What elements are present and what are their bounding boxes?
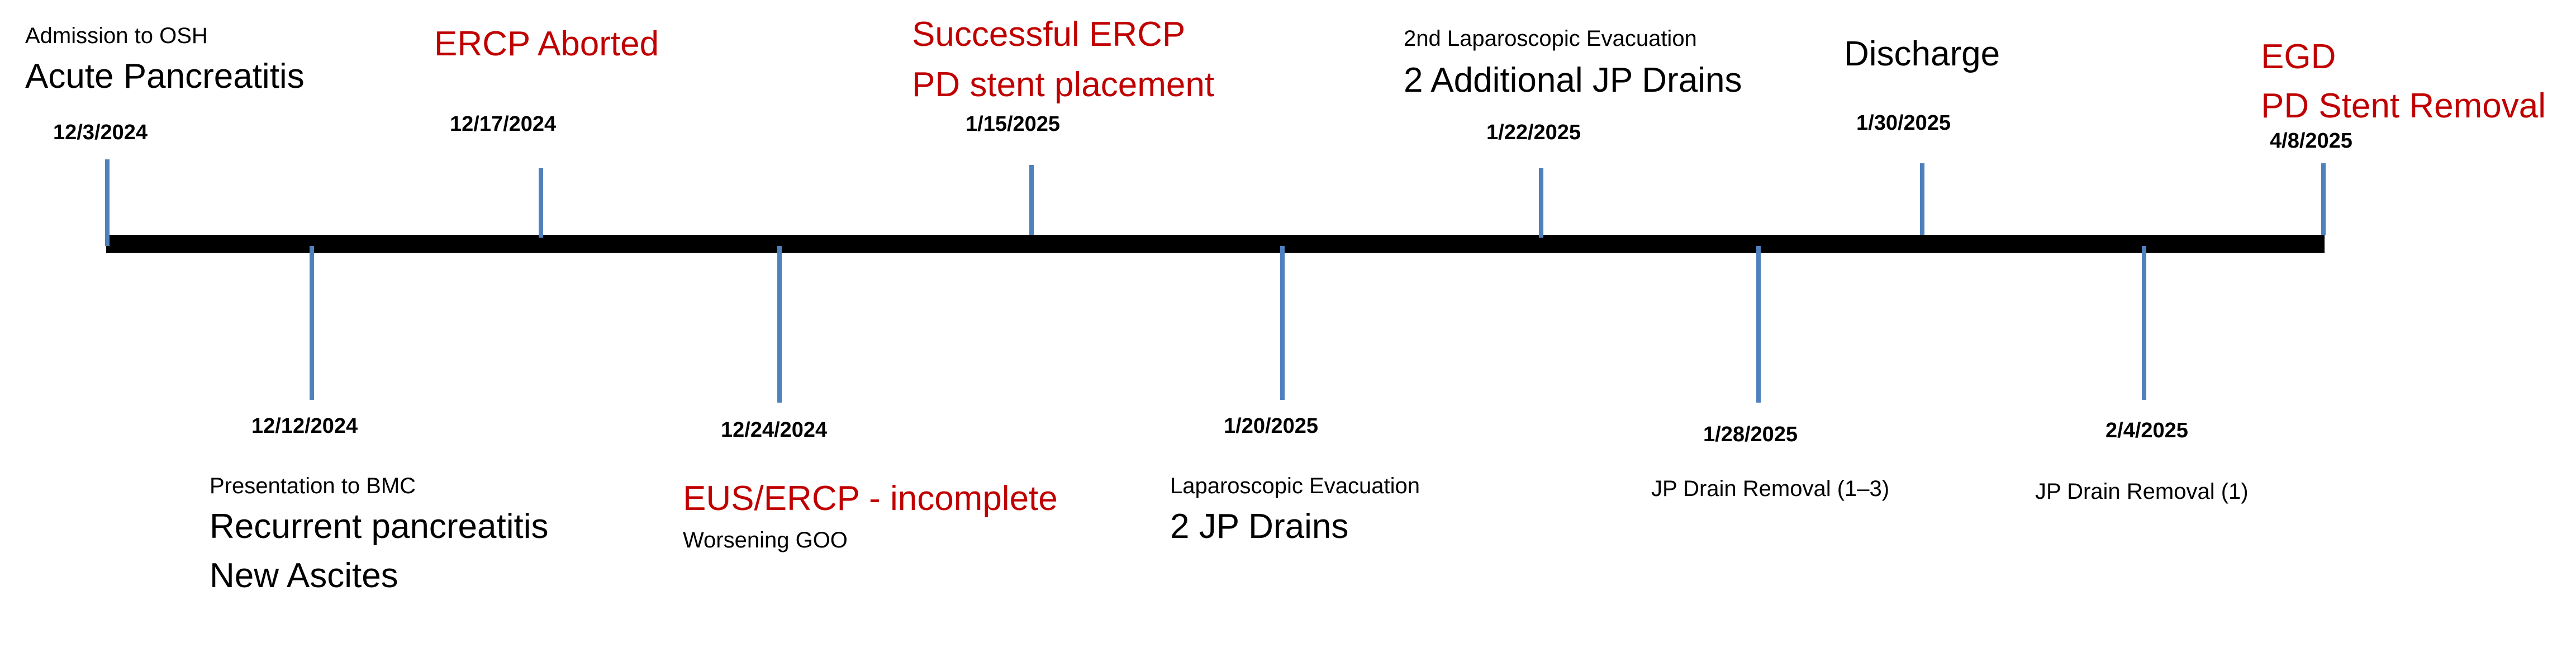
event-9-date: 1/30/2025 <box>1856 111 1951 135</box>
event-8-date: 1/28/2025 <box>1703 423 1798 446</box>
event-3-date: 12/17/2024 <box>450 112 557 136</box>
event-7-title: 2 Additional JP Drains <box>1404 61 1742 100</box>
event-2-title: Recurrent pancreatitis <box>210 507 549 546</box>
event-10-caption: JP Drain Removal (1) <box>2035 479 2249 504</box>
event-5-date: 1/15/2025 <box>966 112 1061 136</box>
event-8-caption: JP Drain Removal (1–3) <box>1651 476 1890 501</box>
event-6-caption: Laparoscopic Evacuation <box>1170 474 1420 498</box>
event-1-caption: Admission to OSH <box>25 23 208 48</box>
event-5-subtitle: PD stent placement <box>912 65 1215 104</box>
event-4-date: 12/24/2024 <box>721 418 828 442</box>
event-2-subtitle: New Ascites <box>210 556 398 595</box>
event-1-title: Acute Pancreatitis <box>25 57 305 96</box>
event-4-caption: Worsening GOO <box>683 528 848 552</box>
event-5-title: Successful ERCP <box>912 15 1186 54</box>
event-6-date: 1/20/2025 <box>1224 414 1319 438</box>
event-11-title: EGD <box>2261 37 2336 76</box>
event-10-date: 2/4/2025 <box>2106 419 2188 442</box>
event-7-caption: 2nd Laparoscopic Evacuation <box>1404 26 1697 51</box>
event-2-date: 12/12/2024 <box>251 414 358 438</box>
event-11-date: 4/8/2025 <box>2270 129 2352 153</box>
event-2-caption: Presentation to BMC <box>210 474 416 498</box>
event-3-title: ERCP Aborted <box>434 25 659 63</box>
timeline-axis <box>106 235 2325 253</box>
event-9-title: Discharge <box>1844 35 2000 73</box>
event-1-date: 12/3/2024 <box>53 121 148 144</box>
event-6-title: 2 JP Drains <box>1170 507 1349 546</box>
event-7-date: 1/22/2025 <box>1486 121 1581 144</box>
event-11-subtitle: PD Stent Removal <box>2261 87 2546 125</box>
event-4-title: EUS/ERCP - incomplete <box>683 479 1058 518</box>
